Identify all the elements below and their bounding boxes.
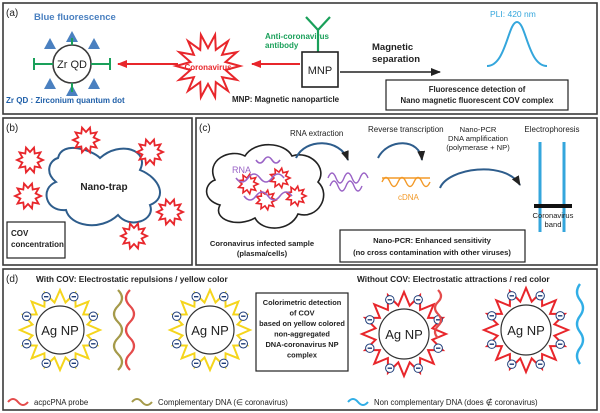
ag-nanoparticle: Ag NP [167, 287, 253, 373]
legend-probe-swatch [7, 398, 29, 406]
virus-particle [236, 172, 260, 196]
legend-probe-label: acpcPNA probe [34, 398, 88, 407]
cdna-label: cDNA [398, 193, 420, 202]
probe-complementary-helix-2 [433, 289, 443, 339]
qd-triangle [44, 78, 56, 89]
pli-label: PLI: 420 nm [490, 9, 536, 19]
virus-particle [70, 125, 102, 155]
blue-fluorescence-label: Blue fluorescence [34, 12, 116, 23]
reverse-transcription-arrow [377, 142, 426, 161]
virus-particle [118, 221, 150, 251]
without-cov-title: Without COV: Electrostatic attractions /… [357, 274, 550, 284]
virus-particle [134, 137, 166, 167]
nano-pcr-box-label: Nano-PCR: Enhanced sensitivity(no cross … [353, 236, 511, 257]
rna-extraction-arrow [295, 142, 349, 161]
nano-pcr-arrow [439, 168, 521, 189]
panel-b-letter: (b) [6, 123, 18, 134]
sample-viruses [236, 166, 308, 212]
coronavirus-shape [172, 31, 244, 101]
virus-particle [14, 145, 46, 175]
nano-pcr-box [339, 229, 526, 263]
ag-nanoparticle: Ag NP [481, 285, 571, 375]
legend-comp-label: Complementary DNA (∈ coronavirus) [158, 398, 288, 407]
virus-particle [154, 197, 186, 227]
reverse-transcription-label: Reverse transcription [368, 125, 444, 134]
ag-nanoparticles: Ag NP Ag NP Ag NP Ag NP [17, 285, 571, 379]
rna-label: RNA [232, 165, 251, 175]
zr-qd-legend: Zr QD : Zirconium quantum dot [6, 96, 125, 105]
virus-particle [12, 181, 44, 211]
panel-d-letter: (d) [6, 274, 18, 285]
legend-noncomp-swatch [347, 398, 369, 406]
mnp-box [301, 51, 339, 88]
cdna-strand [381, 176, 431, 188]
pli-curve [486, 20, 548, 67]
virus-particle [284, 184, 308, 208]
infected-sample-label: Coronavirus infected sample(plasma/cells… [210, 239, 314, 258]
mnp-label: MNP [308, 65, 332, 77]
qd-triangle [88, 78, 100, 89]
ag-np-label: Ag NP [191, 323, 229, 338]
qd-triangle [88, 38, 100, 49]
coronavirus-label: Coronavirus [184, 63, 232, 72]
mnp-legend: MNP: Magnetic nanoparticle [232, 95, 340, 104]
extracted-rna [327, 172, 369, 192]
zr-qd-label: Zr QD [57, 59, 87, 71]
ag-np-label: Ag NP [41, 323, 79, 338]
virus-particle [268, 166, 292, 190]
antibody-icon [305, 16, 331, 52]
colorimetric-box [255, 292, 349, 372]
detection-box [385, 79, 569, 111]
nano-trap-label: Nano-trap [80, 182, 127, 193]
qd-antibody-lines [33, 38, 111, 92]
electrophoresis-label: Electrophoresis [524, 125, 579, 134]
ag-nanoparticle: Ag NP [359, 289, 449, 379]
qd-triangle [44, 38, 56, 49]
panel-a-letter: (a) [6, 8, 18, 19]
with-cov-title: With COV: Electrostatic repulsions / yel… [36, 274, 228, 284]
panel-d-legend: acpcPNA probe Complementary DNA (∈ coron… [7, 398, 538, 407]
probe-complementary-helix [112, 289, 136, 371]
panel-b-viruses [12, 125, 186, 251]
qd-triangle [66, 31, 78, 42]
cov-concentration-box [6, 221, 66, 259]
legend-noncomp-label: Non complementary DNA (does ∉ coronaviru… [374, 398, 538, 407]
panel-c-letter: (c) [199, 123, 211, 134]
infected-sample-cell [205, 144, 325, 229]
rna-extraction-label: RNA extraction [290, 129, 343, 138]
legend-comp-swatch [131, 398, 153, 406]
electrophoresis-gel [534, 142, 572, 232]
rna-strands [235, 156, 293, 201]
ag-np-label: Ag NP [507, 323, 545, 338]
noncomplementary-strand [575, 283, 585, 365]
nano-trap-shape [45, 146, 162, 227]
ag-nanoparticle: Ag NP [17, 287, 103, 373]
ag-np-label: Ag NP [385, 327, 423, 342]
virus-particle [254, 188, 278, 212]
